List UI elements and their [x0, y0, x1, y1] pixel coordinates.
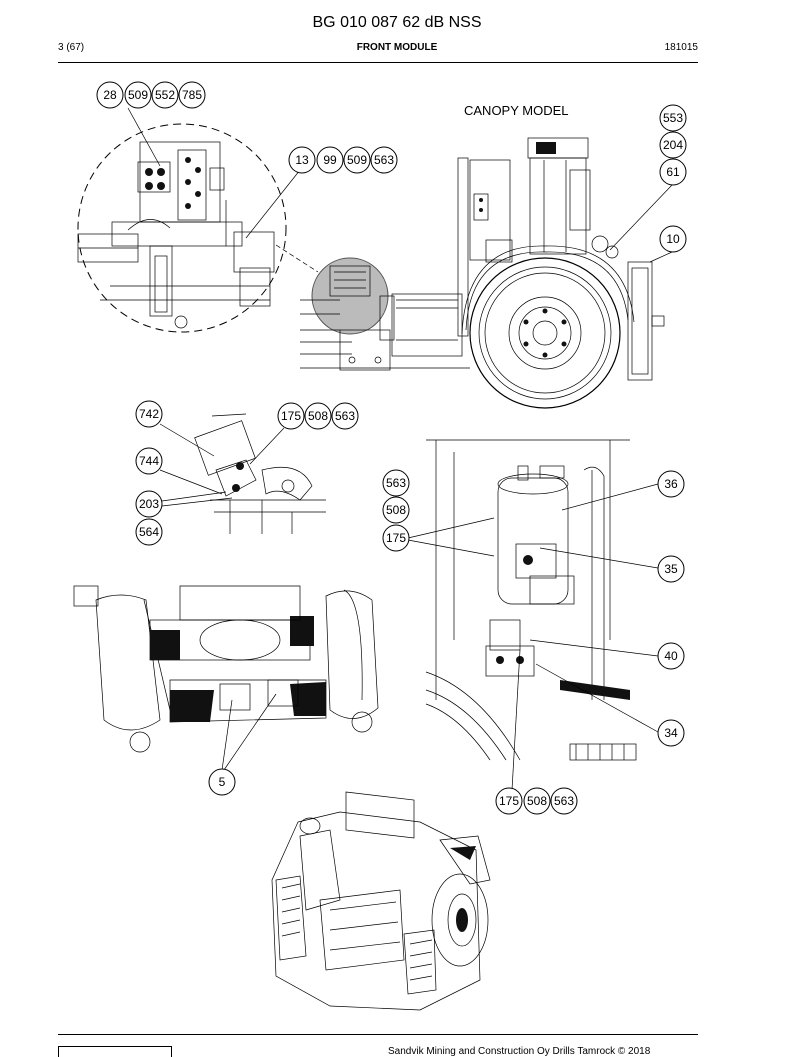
callout-label: 509 [128, 88, 148, 102]
callout-label: 13 [295, 153, 309, 167]
canopy-model-label: CANOPY MODEL [464, 103, 569, 118]
callout-label: 34 [664, 726, 678, 740]
callout-40: 40 [657, 642, 685, 670]
footer-rule [58, 1034, 698, 1035]
document-title: BG 010 087 62 dB NSS [312, 14, 482, 31]
callout-99: 99 [316, 146, 344, 174]
callout-label: 785 [182, 88, 202, 102]
isometric-machine-view [271, 791, 491, 1011]
document-code: 181015 [664, 42, 698, 53]
callout-label: 35 [664, 562, 678, 576]
callout-13: 13 [288, 146, 316, 174]
callout-28: 28 [96, 81, 124, 109]
callout-label: 203 [139, 497, 159, 511]
detail-circle-view [77, 123, 287, 333]
callout-742: 742 [135, 400, 163, 428]
callout-label: 564 [139, 525, 159, 539]
callout-label: 563 [386, 476, 406, 490]
callout-10: 10 [659, 225, 687, 253]
callout-563: 563 [550, 787, 578, 815]
callout-508: 508 [382, 496, 410, 524]
callout-564: 564 [135, 518, 163, 546]
page-number: 3 (67) [58, 42, 85, 53]
callout-label: 175 [499, 794, 519, 808]
callout-label: 552 [155, 88, 175, 102]
callout-5: 5 [208, 768, 236, 796]
machine-side-view [300, 137, 665, 409]
callout-744: 744 [135, 447, 163, 475]
callout-label: 744 [139, 454, 159, 468]
callout-508: 508 [304, 402, 332, 430]
callout-label: 99 [323, 153, 337, 167]
callout-35: 35 [657, 555, 685, 583]
brand-logo [58, 1046, 172, 1057]
callout-label: 563 [335, 409, 355, 423]
callout-61: 61 [659, 158, 687, 186]
tank-detail-view [425, 439, 637, 761]
section-title: FRONT MODULE [356, 42, 438, 53]
callout-175: 175 [277, 402, 305, 430]
callout-label: 61 [666, 165, 680, 179]
callout-34: 34 [657, 719, 685, 747]
callout-label: 742 [139, 407, 159, 421]
hinge-detail-view [194, 413, 326, 534]
callout-label: 40 [664, 649, 678, 663]
callout-label: 5 [219, 775, 226, 789]
callout-label: 508 [386, 503, 406, 517]
callout-785: 785 [178, 81, 206, 109]
callout-label: 204 [663, 138, 683, 152]
callout-509: 509 [124, 81, 152, 109]
callout-563: 563 [370, 146, 398, 174]
callout-label: 508 [527, 794, 547, 808]
callout-553: 553 [659, 104, 687, 132]
callout-563: 563 [382, 469, 410, 497]
callout-204: 204 [659, 131, 687, 159]
callout-label: 563 [374, 153, 394, 167]
header-rule [58, 62, 698, 63]
callout-508: 508 [523, 787, 551, 815]
copyright-text: Sandvik Mining and Construction Oy Drill… [388, 1046, 651, 1057]
underside-view [73, 585, 379, 753]
callout-203: 203 [135, 490, 163, 518]
callout-552: 552 [151, 81, 179, 109]
callout-label: 508 [308, 409, 328, 423]
callout-label: 509 [347, 153, 367, 167]
callout-label: 175 [386, 531, 406, 545]
callout-label: 175 [281, 409, 301, 423]
callout-label: 36 [664, 477, 678, 491]
callout-175: 175 [382, 524, 410, 552]
callout-36: 36 [657, 470, 685, 498]
callout-563: 563 [331, 402, 359, 430]
callout-175: 175 [495, 787, 523, 815]
callout-label: 563 [554, 794, 574, 808]
callout-509: 509 [343, 146, 371, 174]
callout-label: 10 [666, 232, 680, 246]
callout-label: 28 [103, 88, 117, 102]
callout-label: 553 [663, 111, 683, 125]
callouts: 28 509 552 785 13 99 509 563 553 204 61 … [96, 81, 687, 815]
